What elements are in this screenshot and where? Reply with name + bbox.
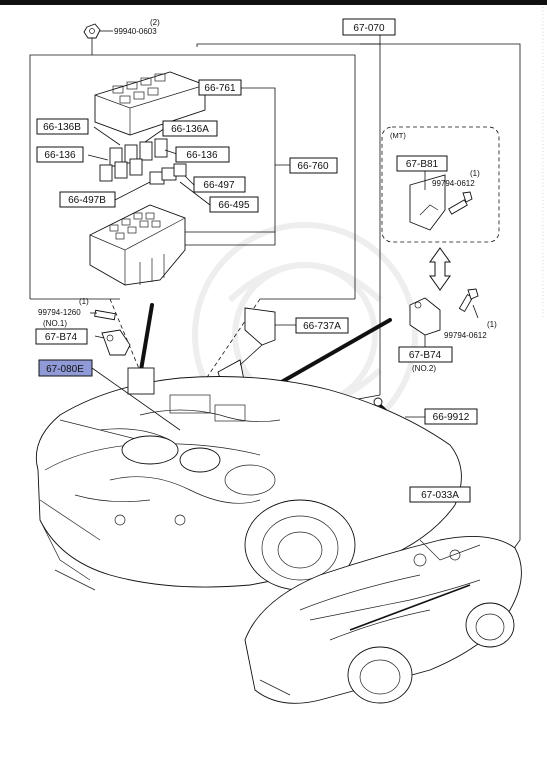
- part-note-no2: (NO.2): [412, 364, 436, 373]
- part-qty-99794-1260: (1): [79, 297, 89, 306]
- part-qty-99940: (2): [150, 18, 160, 27]
- leader-66497B: [114, 181, 151, 201]
- label-66497: 66-497: [193, 176, 246, 193]
- watermark-strip: ········································…: [539, 6, 545, 319]
- leader-66136A: [144, 127, 166, 143]
- label-67B74-no2-text: 67-B74: [409, 350, 442, 361]
- label-67B81: 67-B81: [396, 155, 448, 172]
- label-66497B-text: 66-497B: [68, 195, 106, 206]
- label-67033A: 67-033A: [409, 486, 471, 503]
- label-66136-left: 66-136: [36, 146, 84, 163]
- label-67B81-text: 67-B81: [406, 159, 439, 170]
- leader-67080E: [91, 367, 181, 431]
- label-669912-text: 66-9912: [433, 412, 470, 423]
- fuse-row: [99, 138, 168, 182]
- bracket-67B74-no1: [90, 309, 131, 356]
- relay-box-cover: [94, 71, 206, 136]
- label-66495: 66-495: [209, 196, 259, 213]
- label-67B74-no2: 67-B74: [398, 346, 453, 363]
- fusebox-base: [89, 204, 186, 286]
- label-66136B-text: 66-136B: [43, 122, 81, 133]
- part-num-99794-1260: 99794-1260: [38, 308, 81, 317]
- label-67070-text: 67-070: [353, 23, 385, 34]
- part-qty-99794-0612-a: (1): [470, 169, 480, 178]
- label-67080E-text: 67-080E: [46, 364, 84, 375]
- part-num-99940: 99940-0603: [114, 27, 157, 36]
- leader-66495: [179, 181, 211, 206]
- mt-inset: [381, 126, 500, 243]
- bolt-99794-0612-b: [458, 288, 479, 319]
- leader-66136B: [93, 126, 121, 146]
- rear-car-illustration: [244, 535, 522, 704]
- relay-parts: [149, 163, 187, 185]
- label-66136-left-text: 66-136: [44, 150, 76, 161]
- label-66497-text: 66-497: [203, 180, 235, 191]
- label-67080E: 67-080E: [38, 359, 93, 377]
- leader-66760: [185, 87, 290, 246]
- label-66136B: 66-136B: [36, 118, 89, 135]
- top-border: [0, 0, 547, 5]
- part-qty-99794-0612-b: (1): [487, 320, 497, 329]
- label-66760: 66-760: [289, 157, 338, 174]
- label-66761: 66-761: [198, 79, 242, 96]
- front-car-illustration: [35, 367, 462, 591]
- label-67070: 67-070: [342, 18, 396, 36]
- label-66497B: 66-497B: [59, 191, 116, 208]
- swap-arrow: [429, 247, 451, 291]
- label-66737A: 66-737A: [295, 317, 349, 334]
- bracket-67B74-no2: [409, 297, 441, 348]
- label-67033A-text: 67-033A: [421, 490, 459, 501]
- part-num-99794-0612-a: 99794-0612: [432, 179, 475, 188]
- label-669912: 66-9912: [424, 408, 478, 425]
- part-note-no1: (NO.1): [43, 319, 67, 328]
- nut-99940: [83, 23, 113, 55]
- label-66136-right: 66-136: [175, 146, 230, 163]
- leader-66497: [184, 175, 196, 187]
- label-66495-text: 66-495: [218, 200, 250, 211]
- bolt-mt: [448, 191, 473, 215]
- label-66737A-text: 66-737A: [303, 321, 341, 332]
- label-66761-text: 66-761: [204, 83, 236, 94]
- label-67B74-no1: 67-B74: [35, 328, 88, 345]
- label-66136A: 66-136A: [162, 120, 218, 137]
- leader-66136-left: [87, 154, 109, 161]
- label-66136A-text: 66-136A: [171, 124, 209, 135]
- label-66136-right-text: 66-136: [186, 150, 218, 161]
- part-num-99794-0612-b: 99794-0612: [444, 331, 487, 340]
- label-66760-text: 66-760: [297, 161, 329, 172]
- label-67B74-no1-text: 67-B74: [45, 332, 78, 343]
- mt-note: (MT): [390, 131, 406, 140]
